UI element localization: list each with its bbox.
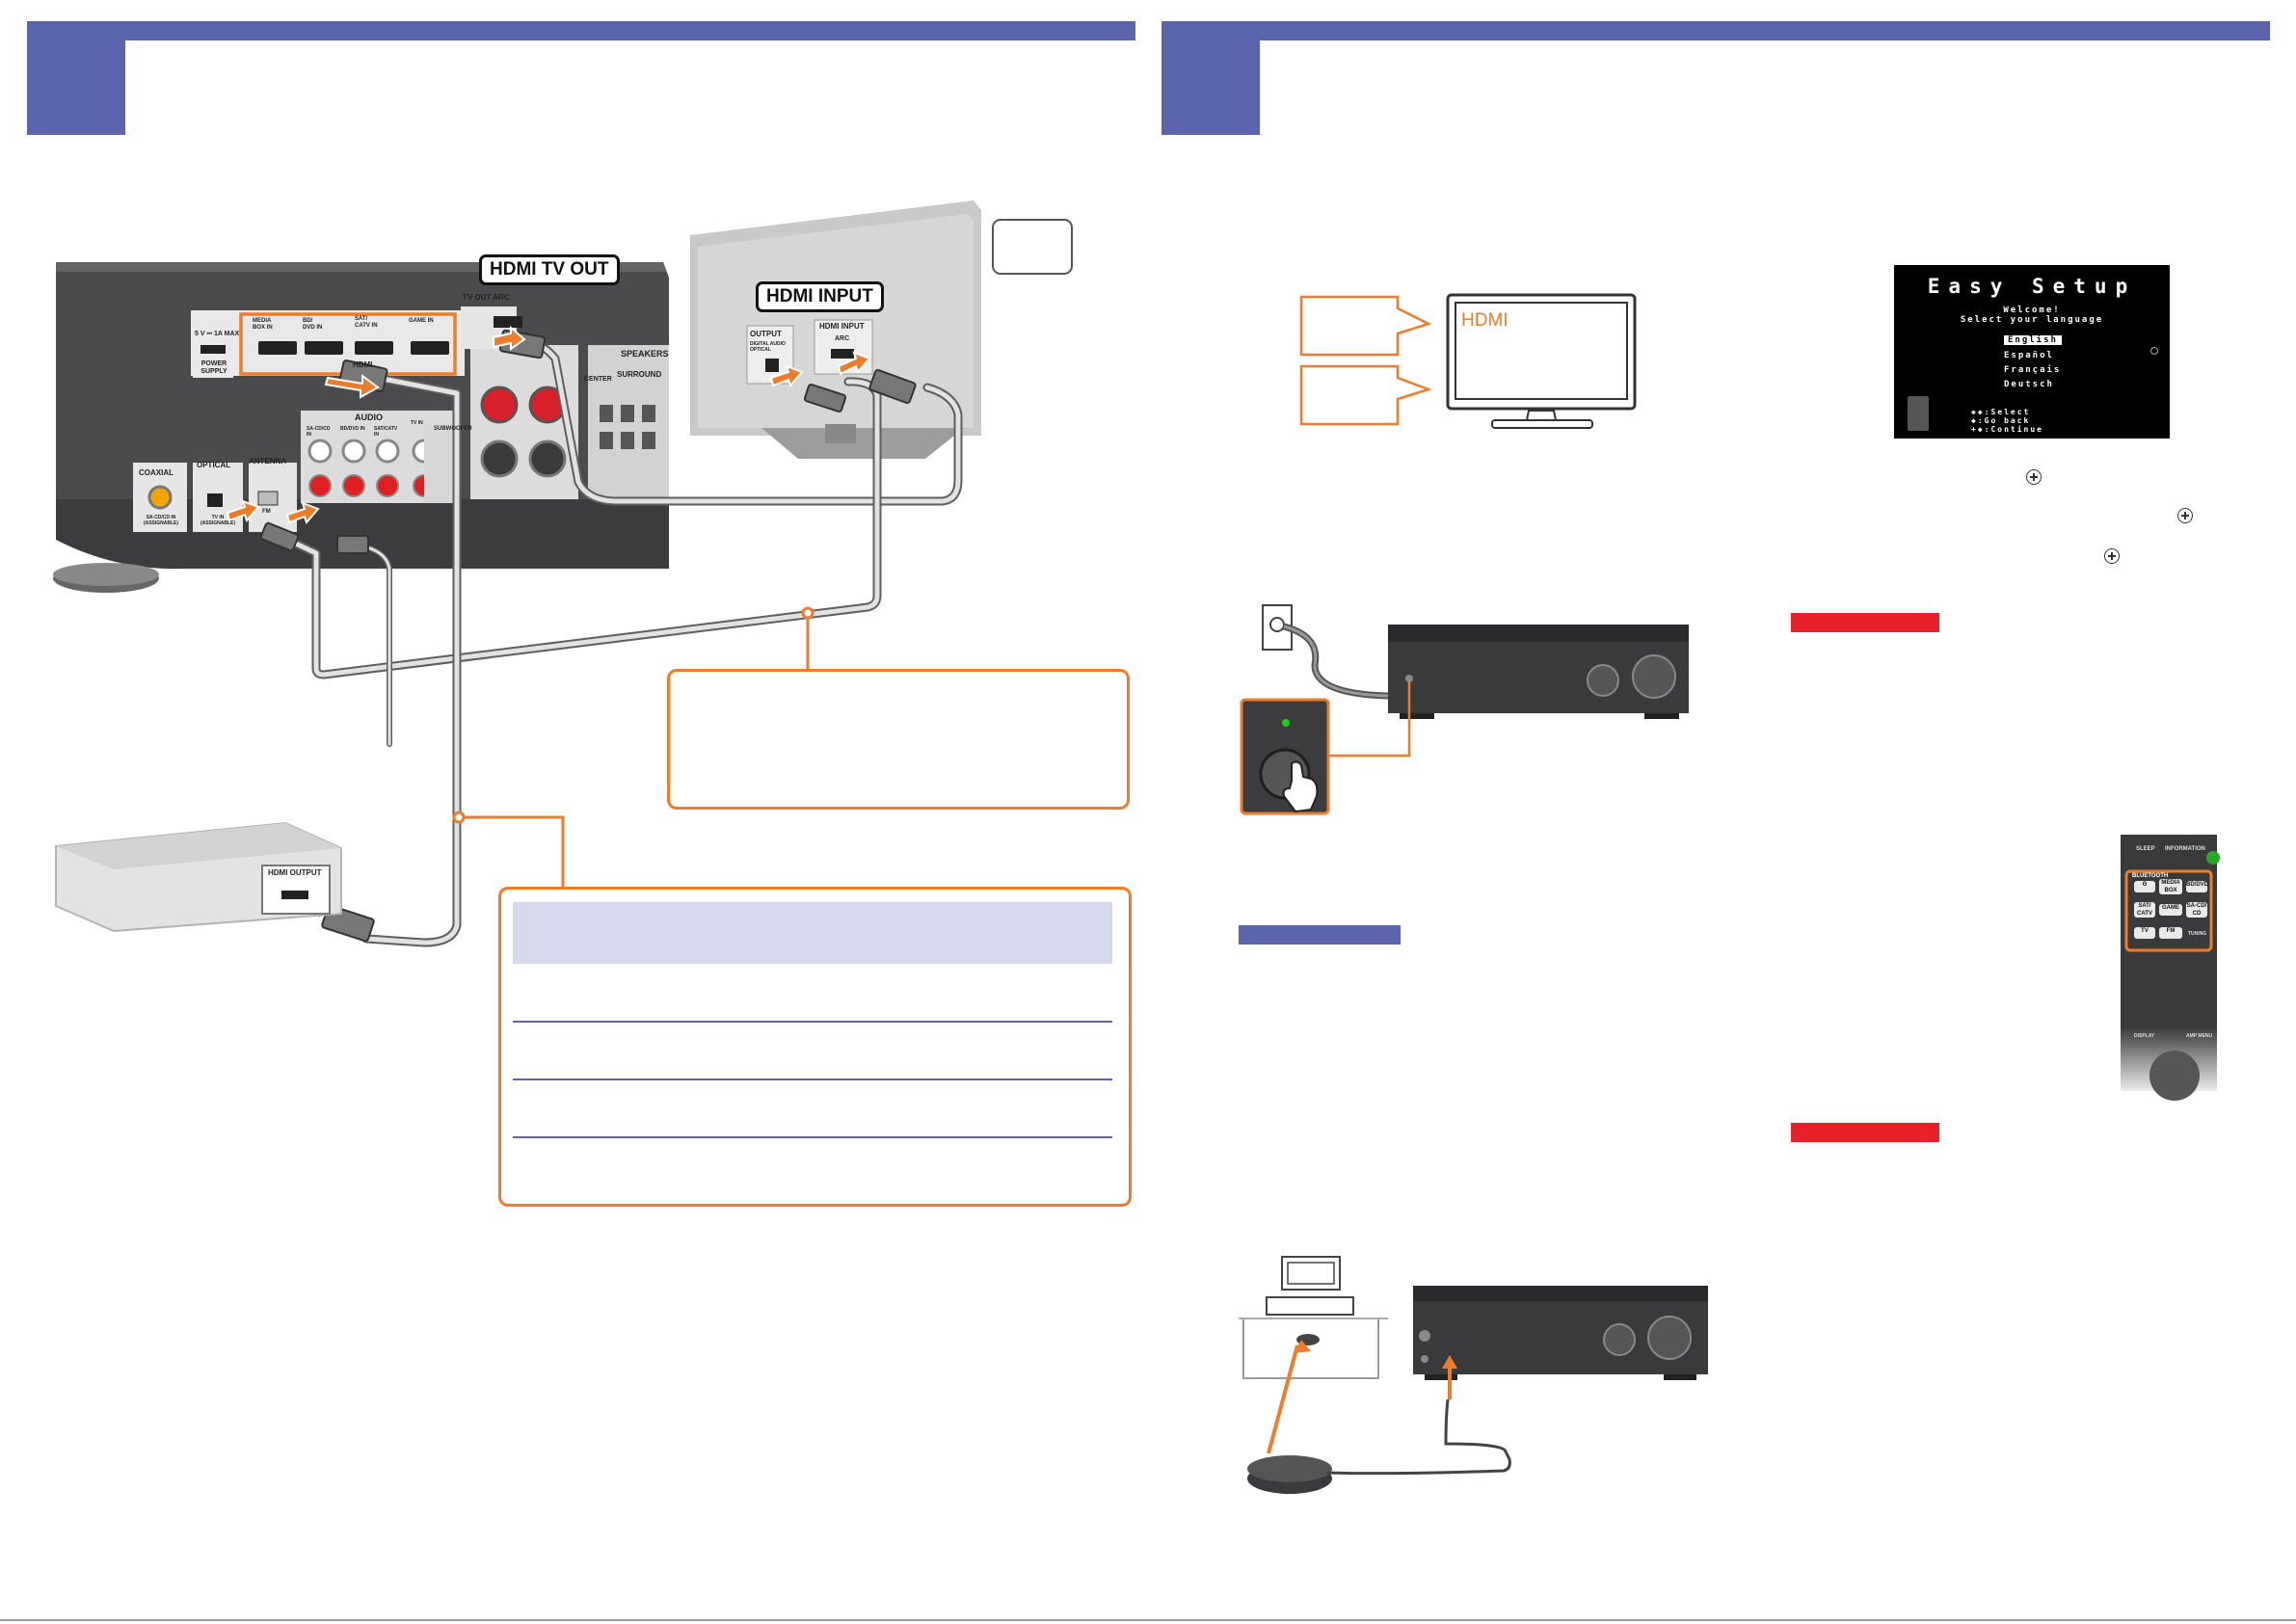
power-supply-label: POWER SUPPLY — [200, 360, 227, 375]
tv-screen-hdmi-text: HDMI — [1461, 310, 1508, 331]
remote-button-bd-dvd[interactable]: BD/DVD — [2186, 881, 2208, 892]
remote-sleep-label: SLEEP — [2136, 846, 2155, 852]
easy-setup-select-language: Select your language — [1960, 315, 2104, 325]
optical-label: OPTICAL — [197, 461, 231, 469]
tv-hdmi-input-port-label: HDMI INPUT — [819, 322, 865, 331]
easy-setup-nav-line: ◆:Go back — [1971, 416, 2031, 425]
optical-note-box — [667, 669, 1130, 810]
audio-sat-label: SAT/CATV IN — [374, 426, 398, 438]
remote-button-fm[interactable]: FM — [2159, 927, 2182, 939]
language-option[interactable]: Español — [2004, 351, 2054, 360]
remote-tuning-label: TUNING — [2188, 931, 2207, 937]
page-bottom-rule — [0, 1619, 2296, 1621]
tv-output-label: OUTPUT — [750, 330, 782, 338]
remote-button-game[interactable]: GAME — [2159, 904, 2182, 916]
remote-bluetooth-label: BLUETOOTH — [2132, 873, 2169, 879]
fm-label: FM — [262, 509, 271, 515]
audio-tv-label: TV IN — [411, 420, 423, 426]
enter-button-icon — [2177, 508, 2193, 523]
sat-catv-label: SAT/ CATV IN — [355, 316, 378, 329]
tv-output-sub-label: DIGITAL AUDIO OPTICAL — [750, 341, 786, 353]
right-header-bar — [1161, 21, 2270, 40]
remote-information-label: INFORMATION — [2165, 846, 2205, 852]
surround-label: SURROUND — [617, 370, 662, 379]
tv-arc-label: TV OUT ARC — [463, 293, 510, 302]
easy-setup-welcome: Welcome! — [2003, 306, 2061, 315]
note-tag-red — [1791, 1123, 1939, 1142]
audio-sacd-label: SA-CD/CD IN — [307, 426, 331, 438]
woofer-label: SUBWOOFER — [434, 426, 472, 432]
tv-arc-label: ARC — [835, 335, 850, 342]
media-box-label: MEDIA BOX IN — [253, 318, 273, 331]
right-step-block — [1161, 21, 1260, 135]
easy-setup-screen: Easy Setup Welcome! Select your language… — [1894, 265, 2170, 439]
hdmi-label: HDMI — [353, 360, 373, 369]
easy-setup-nav-line: +◆:Continue — [1971, 425, 2043, 434]
coaxial-label: COAXIAL — [139, 468, 174, 477]
easy-setup-title: Easy Setup — [1927, 275, 2137, 298]
enter-button-icon — [2104, 548, 2120, 564]
remote-button-tv[interactable]: TV — [2134, 927, 2155, 939]
remote-amp-menu-label: AMP MENU — [2186, 1033, 2213, 1039]
left-header-bar — [27, 21, 1135, 40]
left-step-block — [27, 21, 125, 135]
language-option[interactable]: Français — [2004, 365, 2062, 375]
note-tag-blue — [1239, 925, 1401, 945]
note-tag-red — [1791, 613, 1939, 632]
hdmi-output-label: HDMI OUTPUT — [268, 868, 322, 877]
remote-button-media-box[interactable]: MEDIA BOX — [2159, 879, 2182, 894]
remote-button-bluetooth[interactable]: ʘ — [2134, 881, 2155, 892]
language-option[interactable]: English — [2004, 335, 2062, 345]
antenna-label: ANTENNA — [249, 457, 287, 466]
speakers-label: SPEAKERS — [621, 349, 669, 359]
scroll-indicator-icon — [2150, 347, 2158, 355]
remote-button-sat-catv[interactable]: SAT/ CATV — [2134, 902, 2155, 918]
center-label: CENTER — [584, 376, 612, 383]
remote-button-sacd-cd[interactable]: SA-CD/ CD — [2186, 902, 2207, 918]
audio-bd-label: BD/DVD IN — [340, 426, 365, 432]
hdmi-tv-out-tag: HDMI TV OUT — [479, 254, 620, 285]
setup-diagrams — [1239, 293, 2220, 1494]
game-label: GAME IN — [409, 318, 434, 324]
language-option[interactable]: Deutsch — [2004, 380, 2054, 389]
power-supply-top-label: 5 V ⎓ 1A MAX — [195, 331, 240, 337]
hdmi-input-tag: HDMI INPUT — [756, 281, 884, 312]
source-device — [55, 821, 342, 933]
remote-display-label: DISPLAY — [2134, 1033, 2155, 1039]
easy-setup-nav-line: ◆◆:Select — [1971, 408, 2031, 416]
enter-button-icon — [2026, 469, 2042, 485]
coaxial-sub-label: SA-CD/CD IN (ASSIGNABLE) — [143, 515, 179, 526]
audio-label: AUDIO — [355, 413, 383, 422]
optical-sub-label: TV IN (ASSIGNABLE) — [200, 515, 236, 526]
bd-dvd-label: BD/ DVD IN — [303, 318, 323, 331]
remote-thumbnail-icon — [1908, 396, 1929, 431]
hdmi-table-note-box — [498, 887, 1132, 1207]
tv-back — [690, 200, 1073, 459]
